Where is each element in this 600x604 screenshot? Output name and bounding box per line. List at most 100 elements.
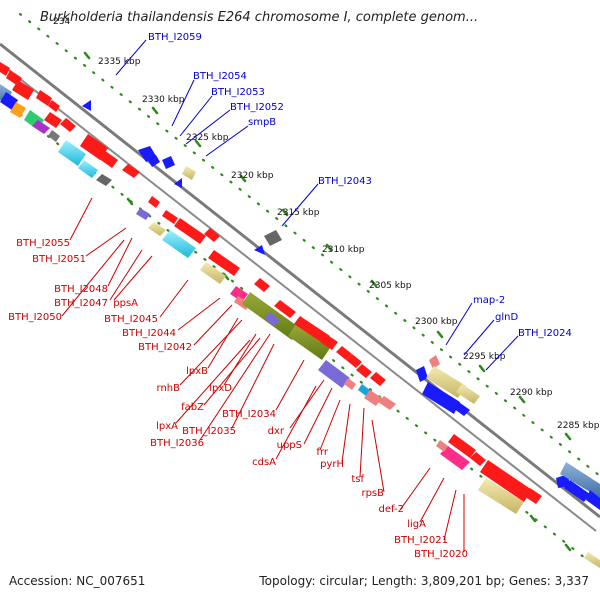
gene-feature[interactable] <box>318 360 350 388</box>
gene-label[interactable]: tsf <box>351 474 364 485</box>
gene-feature[interactable] <box>426 366 466 398</box>
gene-feature[interactable] <box>416 366 428 382</box>
gene-label[interactable]: BTH_I2052 <box>230 102 284 113</box>
gene-feature[interactable] <box>450 400 470 416</box>
gene-feature[interactable] <box>148 155 160 167</box>
gene-feature[interactable] <box>378 396 396 410</box>
gene-feature[interactable] <box>80 134 108 160</box>
gene-feature[interactable] <box>470 452 486 466</box>
gene-label[interactable]: smpB <box>248 117 276 128</box>
gene-label[interactable]: ligA <box>407 519 426 530</box>
gene-feature[interactable] <box>48 130 60 142</box>
gene-feature[interactable] <box>448 434 476 458</box>
gene-feature[interactable] <box>136 208 150 220</box>
gene-feature[interactable] <box>174 218 206 244</box>
gene-feature[interactable] <box>0 92 18 110</box>
gene-label[interactable]: BTH_I2047 <box>54 298 108 309</box>
gene-label[interactable]: dxr <box>268 426 285 437</box>
gene-feature[interactable] <box>429 355 440 369</box>
gene-label[interactable]: BTH_I2036 <box>150 438 204 449</box>
gene-feature[interactable] <box>524 488 542 504</box>
gene-label[interactable]: BTH_I2034 <box>222 409 276 420</box>
gene-label[interactable]: BTH_I2055 <box>16 238 70 249</box>
gene-feature[interactable] <box>162 230 196 258</box>
gene-feature[interactable] <box>294 316 330 344</box>
gene-feature[interactable] <box>208 250 240 276</box>
gene-label[interactable]: BTH_I2059 <box>148 32 202 43</box>
gene-feature[interactable] <box>560 462 600 498</box>
gene-feature[interactable] <box>456 384 480 404</box>
gene-label[interactable]: glnD <box>495 312 518 323</box>
gene-feature[interactable] <box>346 354 362 368</box>
gene-label[interactable]: BTH_I2051 <box>32 254 86 265</box>
gene-feature[interactable] <box>436 440 448 452</box>
gene-label[interactable]: lpxB <box>186 366 208 377</box>
gene-label[interactable]: frr <box>316 447 328 458</box>
gene-feature[interactable] <box>584 552 600 568</box>
gene-feature[interactable] <box>480 460 532 502</box>
gene-feature[interactable] <box>564 480 590 502</box>
gene-feature[interactable] <box>58 140 86 166</box>
gene-label[interactable]: BTH_I2044 <box>122 328 176 339</box>
gene-feature[interactable] <box>200 262 226 284</box>
gene-feature[interactable] <box>48 100 60 112</box>
gene-feature[interactable] <box>254 245 265 255</box>
gene-feature[interactable] <box>10 102 26 118</box>
gene-feature[interactable] <box>478 478 524 514</box>
gene-label[interactable]: lpxD <box>209 383 232 394</box>
gene-feature[interactable] <box>364 390 382 406</box>
gene-feature[interactable] <box>356 364 372 378</box>
gene-feature[interactable] <box>32 120 50 134</box>
gene-label[interactable]: cdsA <box>252 457 276 468</box>
gene-label[interactable]: BTH_I2050 <box>8 312 62 323</box>
gene-label[interactable]: ppsA <box>113 298 138 309</box>
gene-feature[interactable] <box>254 278 270 292</box>
gene-label[interactable]: BTH_I2035 <box>182 426 236 437</box>
gene-feature[interactable] <box>162 210 178 224</box>
gene-feature[interactable] <box>162 156 175 169</box>
gene-feature[interactable] <box>370 372 386 386</box>
gene-feature[interactable] <box>12 80 34 100</box>
gene-feature[interactable] <box>336 346 352 360</box>
gene-label[interactable]: rnhB <box>157 383 181 394</box>
gene-label[interactable]: BTH_I2020 <box>414 549 468 560</box>
gene-feature[interactable] <box>96 174 112 186</box>
gene-label[interactable]: BTH_I2043 <box>318 176 372 187</box>
gene-feature[interactable] <box>78 160 98 178</box>
gene-feature[interactable] <box>288 324 330 360</box>
gene-label[interactable]: uppS <box>277 440 302 451</box>
gene-feature[interactable] <box>174 178 182 188</box>
gene-label[interactable]: lpxA <box>156 421 178 432</box>
gene-feature[interactable] <box>98 150 118 168</box>
gene-feature[interactable] <box>182 166 196 180</box>
gene-label[interactable]: def-2 <box>379 504 404 515</box>
gene-feature[interactable] <box>264 230 282 246</box>
gene-feature[interactable] <box>0 62 10 76</box>
gene-label[interactable]: BTH_I2024 <box>518 328 572 339</box>
gene-feature[interactable] <box>60 118 76 132</box>
gene-label[interactable]: rpsB <box>361 488 384 499</box>
gene-feature[interactable] <box>122 164 140 178</box>
gene-label[interactable]: BTH_I2048 <box>54 284 108 295</box>
gene-feature[interactable] <box>44 112 62 128</box>
gene-label[interactable]: BTH_I2045 <box>104 314 158 325</box>
gene-feature[interactable] <box>82 100 91 111</box>
gene-feature[interactable] <box>344 378 356 390</box>
gene-label[interactable]: BTH_I2021 <box>394 535 448 546</box>
gene-label[interactable]: pyrH <box>320 459 344 470</box>
gene-feature[interactable] <box>274 300 296 318</box>
gene-label[interactable]: BTH_I2053 <box>211 87 265 98</box>
gene-feature[interactable] <box>358 384 370 396</box>
gene-feature[interactable] <box>148 196 160 208</box>
gene-feature[interactable] <box>440 446 470 470</box>
gene-feature[interactable] <box>204 228 220 242</box>
gene-label[interactable]: map-2 <box>473 295 505 306</box>
gene-feature[interactable] <box>148 222 166 236</box>
gene-feature[interactable] <box>586 490 600 510</box>
gene-feature[interactable] <box>320 334 338 350</box>
gene-label[interactable]: fabZ <box>181 402 204 413</box>
gene-label[interactable]: BTH_I2042 <box>138 342 192 353</box>
gene-feature[interactable] <box>36 90 52 106</box>
gene-label[interactable]: BTH_I2054 <box>193 71 247 82</box>
gene-feature[interactable] <box>264 312 280 326</box>
